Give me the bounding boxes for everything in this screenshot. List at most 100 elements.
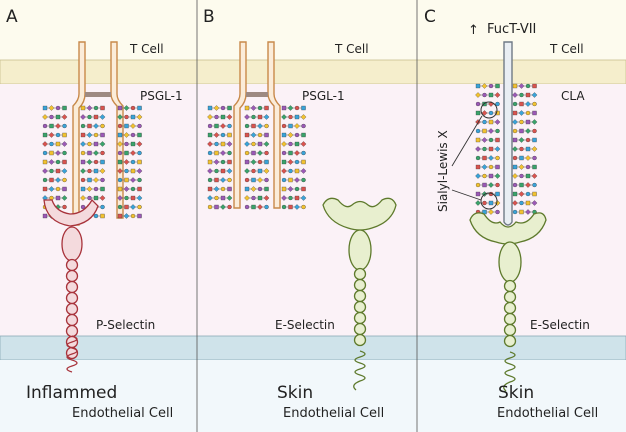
glycan-residue-chain (117, 159, 142, 165)
glycan-residue-chain (475, 110, 500, 116)
consensus-repeat-domain (65, 302, 79, 316)
panel-letter: B (203, 7, 215, 27)
tcell-label: T Cell (549, 42, 584, 56)
consensus-repeat-domain (503, 301, 517, 315)
consensus-repeat-domain (353, 333, 367, 347)
glycan-residue-chain (281, 186, 306, 192)
glycan-residue-chain (475, 137, 500, 143)
glycan-residue-chain (80, 132, 105, 138)
glycan-residue-chain (80, 114, 106, 120)
glycan-residue-chain (475, 164, 500, 170)
consensus-repeat-domain (503, 279, 517, 293)
panel-a: A T Cell PSGL-1 P-Selectin Inflammed End… (6, 7, 183, 421)
glycan-residue-chain (281, 123, 306, 129)
glycan-residue-chain (117, 132, 142, 138)
transmembrane-coil (353, 350, 366, 391)
glycan-residue-chain (80, 168, 106, 174)
glycan-residue-chain (475, 101, 500, 107)
glycan-chains (207, 105, 307, 210)
glycan-residue-chain (117, 150, 142, 156)
psgl1-molecule (72, 41, 124, 226)
callout-line (451, 189, 482, 201)
tcell-label: T Cell (334, 42, 369, 56)
glycan-residue-chain (281, 168, 307, 174)
panel-letter: C (424, 7, 436, 27)
transmembrane-coil (66, 335, 78, 373)
consensus-repeat-domain (503, 312, 517, 326)
glycan-residue-chain (42, 105, 67, 111)
glycan-residue-chain (512, 200, 538, 206)
glycan-chains (475, 83, 538, 215)
consensus-repeat-domain (65, 258, 79, 272)
consensus-repeat-domain (65, 280, 79, 294)
glycan-residue-chain (512, 83, 537, 89)
endothelial-title: Skin (498, 383, 534, 403)
glycan-residue-chain (281, 132, 306, 138)
glycan-residue-chain (207, 204, 232, 210)
glycan-residue-chain (207, 132, 232, 138)
tcell-label: T Cell (129, 42, 164, 56)
consensus-repeat-domain (503, 323, 517, 337)
glycan-residue-chain (512, 146, 538, 152)
consensus-repeat-domain (353, 267, 367, 281)
glycan-residue-chain (475, 200, 501, 206)
glycan-residue-chain (244, 132, 269, 138)
glycan-residue-chain (244, 177, 269, 183)
endothelial-title: Inflammed (26, 383, 117, 403)
endothelial-background (0, 360, 626, 432)
consensus-repeat-domain (353, 289, 367, 303)
receptor-label: PSGL-1 (140, 89, 183, 103)
endothelial-membrane (0, 335, 626, 361)
consensus-repeat-domain (353, 311, 367, 325)
glycan-residue-chain (512, 137, 537, 143)
endothelial-title: Skin (277, 383, 313, 403)
selectin-label: E-Selectin (275, 318, 335, 332)
endothelial-label: Endothelial Cell (72, 406, 173, 421)
glycan-residue-chain (42, 132, 67, 138)
tcell-background (0, 0, 626, 60)
glycan-residue-chain (281, 141, 307, 147)
consensus-repeat-domain (353, 278, 367, 292)
glycan-residue-chain (475, 83, 500, 89)
glycan-residue-chain (207, 114, 233, 120)
glycan-residue-chain (42, 186, 67, 192)
glycan-residue-chain (207, 141, 233, 147)
glycan-residue-chain (512, 110, 537, 116)
glycan-residue-chain (80, 105, 105, 111)
cla-molecule (503, 41, 513, 226)
glycan-residue-chain (207, 168, 233, 174)
glycan-residue-chain (80, 195, 106, 201)
glycan-residue-chain (475, 182, 500, 188)
glycan-residue-chain (244, 114, 270, 120)
glycan-residue-chain (42, 195, 68, 201)
glycan-residue-chain (512, 119, 538, 125)
consensus-repeat-domain (503, 290, 517, 304)
glycan-residue-chain (281, 195, 307, 201)
glycan-residue-chain (80, 150, 105, 156)
endothelial-label: Endothelial Cell (497, 406, 598, 421)
sialyl-lewis-highlight (480, 192, 498, 210)
panel-b: B T Cell PSGL-1 E-Selectin Skin Endothel… (203, 7, 397, 421)
selectin-label: P-Selectin (96, 318, 155, 332)
glycan-residue-chain (244, 141, 270, 147)
glycan-residue-chain (512, 155, 537, 161)
glycan-residue-chain (475, 128, 500, 134)
consensus-repeat-domain (65, 291, 79, 305)
glycan-residue-chain (475, 92, 501, 98)
consensus-repeat-domain (65, 269, 79, 283)
glycan-residue-chain (244, 168, 270, 174)
glycan-residue-chain (42, 123, 67, 129)
glycan-residue-chain (281, 177, 306, 183)
glycan-residue-chain (207, 105, 232, 111)
glycan-residue-chain (512, 164, 537, 170)
glycan-residue-chain (42, 114, 68, 120)
callout-line (451, 115, 483, 167)
p-selectin-molecule (43, 198, 99, 373)
glycan-residue-chain (244, 150, 269, 156)
glycan-residue-chain (207, 150, 232, 156)
glycan-residue-chain (512, 182, 537, 188)
enzyme-label: FucT-VII (487, 22, 536, 37)
tcell-membrane (0, 59, 626, 85)
